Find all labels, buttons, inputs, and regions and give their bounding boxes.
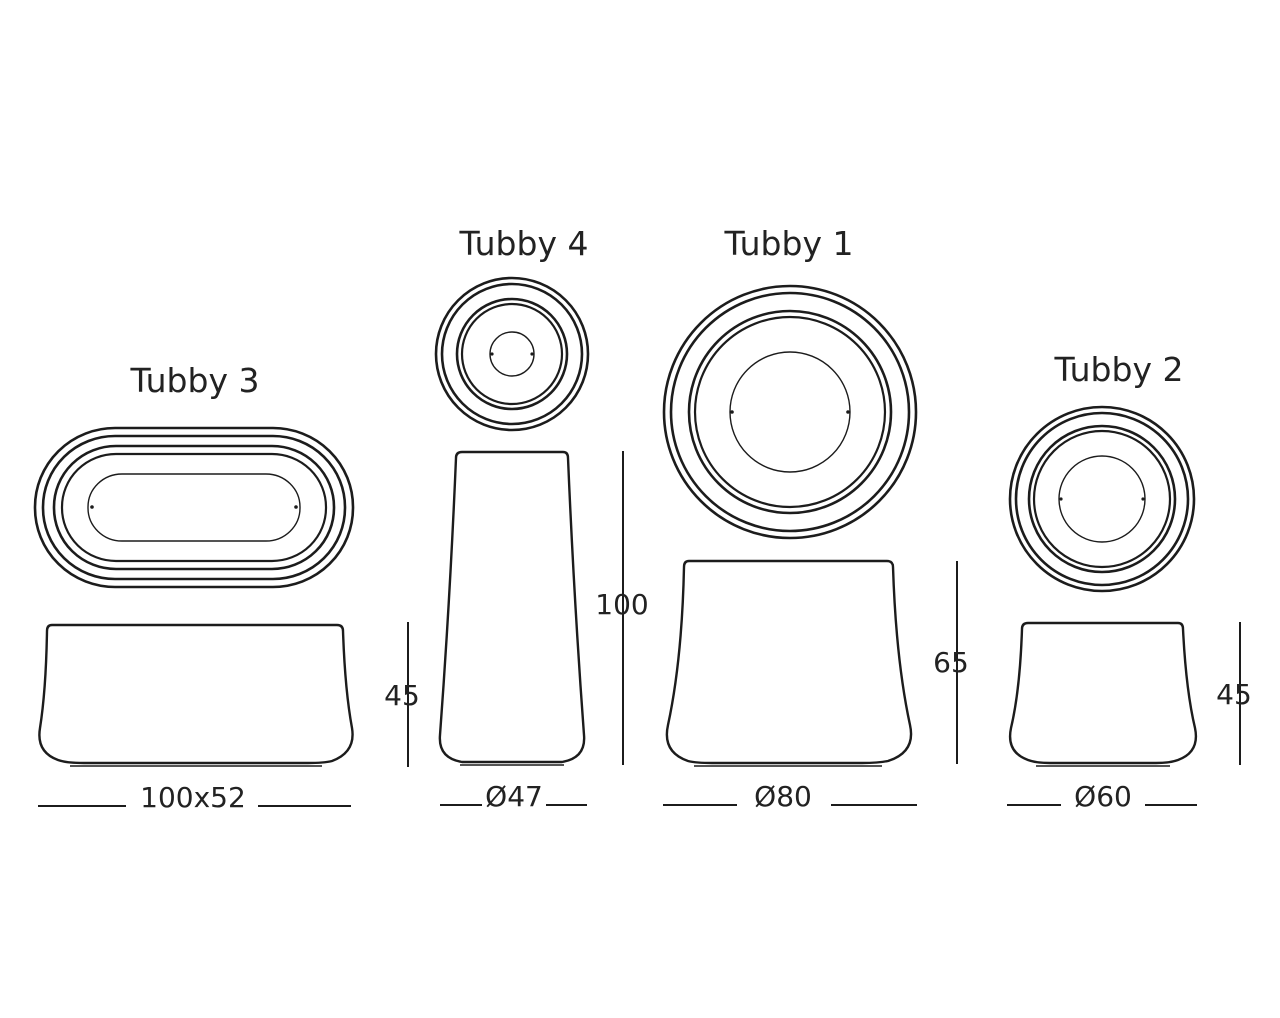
tubby1-width-label: Ø80 — [754, 780, 812, 813]
tubby3-inner-basin — [87, 473, 301, 542]
tubby3-group: Tubby 3 45 100x52 — [33, 361, 420, 814]
tubby3-top-view — [33, 426, 355, 589]
tubby2-top-view — [1008, 405, 1196, 593]
tubby3-left-dot — [90, 505, 94, 509]
tubby3-width-label: 100x52 — [140, 781, 246, 814]
tubby2-side-view — [1008, 621, 1198, 767]
tubby2-outer-rim — [1008, 405, 1196, 593]
tubby4-outer-rim-inner — [440, 282, 584, 426]
tubby4-inner-basin — [489, 331, 535, 377]
tubby4-side-view — [438, 450, 586, 766]
tubby4-outer-rim — [434, 276, 590, 432]
tubby2-inner-basin — [1058, 455, 1146, 543]
tubby1-side-view — [665, 559, 913, 767]
tubby2-body — [1008, 621, 1198, 765]
tubby1-top-view — [662, 284, 918, 540]
tubby4-top-view — [434, 276, 590, 432]
tubby2-right-dot — [1141, 497, 1145, 501]
tubby1-inner-basin — [729, 351, 851, 473]
tubby2-mid-rim-inner — [1032, 429, 1172, 569]
tubby2-left-dot — [1059, 497, 1063, 501]
tubby3-outer-rim — [33, 426, 355, 589]
tubby3-side-view — [38, 623, 354, 767]
tubby2-mid-rim — [1027, 424, 1177, 574]
tubby2-height-label: 45 — [1216, 678, 1252, 711]
tubby1-group: Tubby 1 65 Ø80 — [662, 224, 969, 813]
tubby1-outer-rim — [662, 284, 918, 540]
tubby1-mid-rim-inner — [693, 315, 887, 509]
tubby2-width-label: Ø60 — [1074, 780, 1132, 813]
tubby4-title: Tubby 4 — [459, 224, 589, 263]
tubby3-height-label: 45 — [384, 679, 420, 712]
tubby3-mid-rim-inner — [60, 452, 328, 563]
tubby1-title: Tubby 1 — [724, 224, 854, 263]
tubby1-outer-rim-inner — [669, 291, 911, 533]
tubby1-right-dot — [846, 410, 850, 414]
tubby4-height-label: 100 — [595, 588, 648, 621]
tubby4-width-label: Ø47 — [485, 780, 543, 813]
tubby4-mid-rim-inner — [460, 302, 564, 406]
tubby3-outer-rim-inner — [41, 434, 347, 581]
tubby3-mid-rim — [52, 444, 336, 571]
tubby1-height-label: 65 — [933, 646, 969, 679]
tubby4-body — [438, 450, 586, 764]
tubby3-body — [38, 623, 354, 765]
tubby3-title: Tubby 3 — [130, 361, 260, 400]
tubby4-right-dot — [530, 352, 534, 356]
tubby4-group: Tubby 4 100 Ø47 — [434, 224, 649, 813]
tubby1-body — [665, 559, 913, 765]
tubby4-left-dot — [490, 352, 494, 356]
tubby2-title: Tubby 2 — [1054, 350, 1184, 389]
tubby4-mid-rim — [455, 297, 569, 411]
tubby2-group: Tubby 2 45 Ø60 — [1007, 350, 1252, 813]
tubby1-left-dot — [730, 410, 734, 414]
tubby3-right-dot — [294, 505, 298, 509]
tubby2-outer-rim-inner — [1014, 411, 1190, 587]
tubby1-mid-rim — [687, 309, 893, 515]
